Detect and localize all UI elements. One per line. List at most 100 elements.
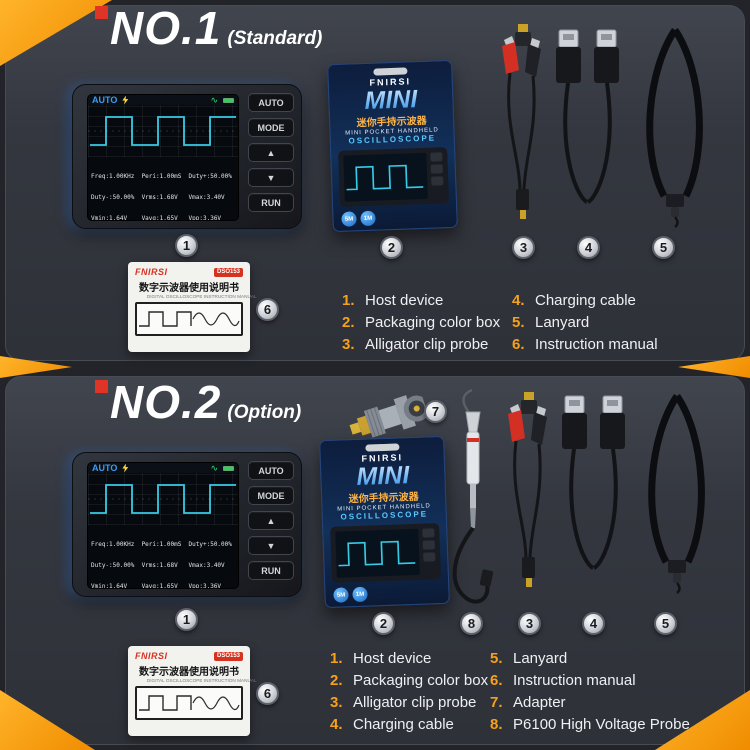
auto-button: AUTO — [248, 93, 294, 112]
reading-row: Duty-:50.00% Vrms:1.68V Vmax:3.40V — [91, 194, 225, 201]
item-badge-7: 7 — [424, 400, 447, 423]
legend-item: 3. Alligator clip probe — [330, 694, 488, 711]
hang-tab — [364, 443, 400, 452]
legend-item: 5. Lanyard — [512, 314, 658, 331]
waveform-display — [88, 473, 238, 525]
manual-diagram — [135, 302, 243, 336]
legend-item: 4. Charging cable — [330, 716, 488, 733]
legend-column-1: 1. Host device 2. Packaging color box 3.… — [342, 292, 500, 353]
legend-column-2: 5. Lanyard 6. Instruction manual 7. Adap… — [490, 650, 690, 733]
p6100-probe-art — [452, 388, 494, 604]
item-badge-6: 6 — [256, 682, 279, 705]
alligator-clip-probe-photo — [492, 24, 552, 234]
device-button-column: AUTO MODE ▲ ▼ RUN — [248, 461, 294, 580]
legend-label: Alligator clip probe — [365, 336, 489, 353]
host-device-photo: AUTO ∿ Freq:1.00KHz Peri:1.00mS Duty+:50… — [72, 84, 302, 229]
adapter-art — [349, 395, 430, 438]
legend-item: 8. P6100 High Voltage Probe — [490, 716, 690, 733]
manual-diagram — [135, 686, 243, 720]
instruction-manual-photo: FNIRSI DSO153 数字示波器使用说明书 DIGITAL OSCILLO… — [128, 646, 257, 736]
manual-subtitle: DIGITAL OSCILLOSCOPE INSTRUCTION MANUAL — [146, 678, 257, 684]
lanyard-photo — [630, 390, 725, 600]
device-button-column: AUTO MODE ▲ ▼ RUN — [248, 93, 294, 212]
p6100-probe-photo — [436, 388, 506, 613]
legend-item: 3. Alligator clip probe — [342, 336, 500, 353]
item-badge-2: 2 — [372, 612, 395, 635]
legend-column-1: 1. Host device 2. Packaging color box 3.… — [330, 650, 489, 733]
lanyard-photo — [628, 24, 723, 234]
legend-item: 6. Instruction manual — [512, 336, 658, 353]
legend-label: Instruction manual — [535, 336, 658, 353]
legend-item: 2. Packaging color box — [330, 672, 489, 689]
legend-number: 2. — [330, 672, 343, 689]
legend-number: 7. — [490, 694, 503, 711]
legend-item: 6. Instruction manual — [490, 672, 690, 689]
screen-status-bar: AUTO ∿ — [88, 463, 238, 473]
lanyard-art — [646, 28, 703, 228]
legend-label: Host device — [353, 650, 432, 667]
legend-number: 2. — [342, 314, 355, 331]
measurement-readouts: Freq:1.00KHz Peri:1.00mS Duty+:50.00% Du… — [88, 157, 238, 221]
legend-label: P6100 High Voltage Probe — [513, 716, 690, 733]
measurement-readouts: Freq:1.00KHz Peri:1.00mS Duty+:50.00% Du… — [88, 525, 238, 589]
battery-icon — [223, 465, 234, 471]
screen-mode-label: AUTO — [92, 95, 118, 105]
waveform-display — [88, 105, 238, 157]
box-device-key — [431, 176, 444, 186]
waveform-icon: ∿ — [210, 94, 218, 105]
section-2-number: NO.2 — [110, 376, 222, 428]
legend-number: 4. — [330, 716, 343, 733]
waveform-icon: ∿ — [210, 462, 218, 473]
section-1-number: NO.1 — [110, 2, 222, 54]
up-button: ▲ — [248, 511, 294, 530]
box-spec-badges: 5M 1M — [325, 579, 449, 608]
box-spec-badges: 5M 1M — [333, 203, 457, 232]
run-button: RUN — [248, 193, 294, 212]
alligator-clip-probe-art — [508, 392, 547, 587]
manual-title-cn: 数字示波器使用说明书 — [139, 283, 239, 294]
legend-label: Packaging color box — [353, 672, 489, 689]
item-badge-1: 1 — [175, 608, 198, 631]
legend-label: Host device — [365, 292, 444, 309]
manual-subtitle: DIGITAL OSCILLOSCOPE INSTRUCTION MANUAL — [146, 294, 257, 300]
legend-column-2: 4. Charging cable 5. Lanyard 6. Instruct… — [512, 292, 658, 353]
sample-rate-badge: 5M — [333, 587, 349, 603]
item-badge-2: 2 — [380, 236, 403, 259]
brand-mark — [95, 380, 108, 393]
adapter-photo — [340, 377, 436, 464]
item-badge-5: 5 — [654, 612, 677, 635]
box-wave-trace — [338, 540, 416, 567]
instruction-manual-photo: FNIRSI DSO153 数字示波器使用说明书 DIGITAL OSCILLO… — [128, 262, 257, 352]
section-2-variant: (Option) — [227, 402, 302, 423]
box-device-key — [430, 164, 443, 174]
legend-label: Alligator clip probe — [353, 694, 477, 711]
legend-label: Lanyard — [535, 314, 590, 331]
legend-number: 1. — [330, 650, 343, 667]
legend-number: 3. — [342, 336, 355, 353]
lanyard-art — [648, 394, 705, 594]
legend-number: 6. — [490, 672, 503, 689]
item-badge-3: 3 — [512, 236, 535, 259]
charging-cable-photo — [550, 26, 625, 236]
screen-status-bar: AUTO ∿ — [88, 95, 238, 105]
reading-row: Vmin:1.64V Vavg:1.65V Vpp:3.36V — [91, 215, 222, 221]
manual-header: FNIRSI DSO153 — [135, 267, 243, 277]
manual-model-badge: DSO153 — [213, 651, 243, 661]
legend-label: Lanyard — [513, 650, 568, 667]
legend-number: 6. — [512, 336, 525, 353]
down-button: ▼ — [248, 168, 294, 187]
legend-item: 2. Packaging color box — [342, 314, 500, 331]
item-badge-4: 4 — [582, 612, 605, 635]
item-badge-8: 8 — [460, 612, 483, 635]
reading-row: Vmin:1.64V Vavg:1.65V Vpp:3.36V — [91, 583, 222, 589]
up-button: ▲ — [248, 143, 294, 162]
item-badge-3: 3 — [518, 612, 541, 635]
legend-item: 5. Lanyard — [490, 650, 690, 667]
box-device-image — [330, 523, 442, 583]
mode-button: MODE — [248, 118, 294, 137]
legend-number: 5. — [512, 314, 525, 331]
bandwidth-badge: 1M — [360, 210, 376, 227]
reading-row: Freq:1.00KHz Peri:1.00mS Duty+:50.00% — [91, 541, 232, 548]
brand-mark — [95, 6, 108, 19]
charging-cable-art — [562, 395, 625, 570]
